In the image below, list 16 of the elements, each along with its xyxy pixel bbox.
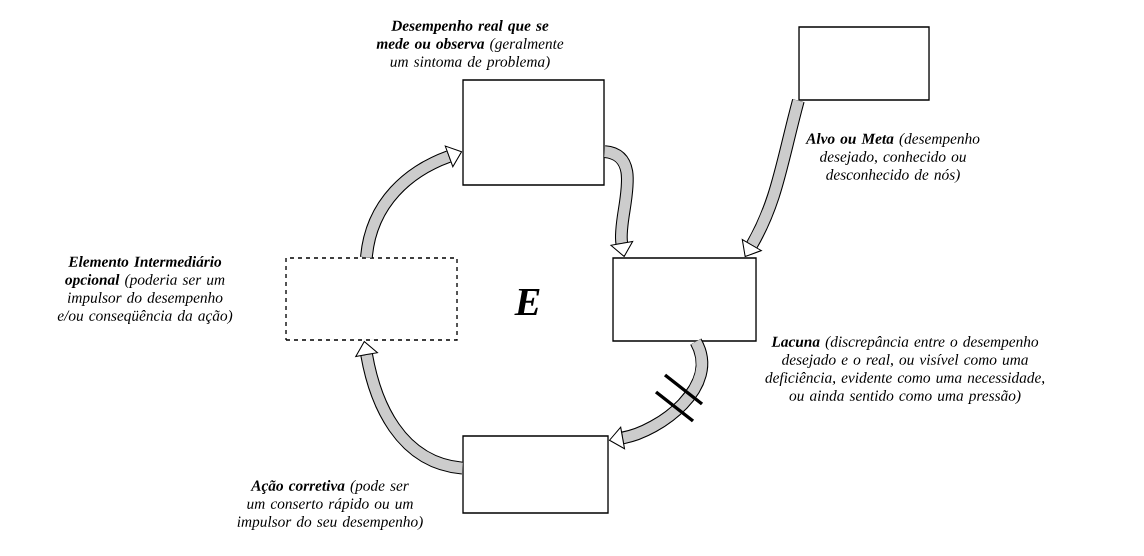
- caption-text: Alvo ou Meta (desempenho desejado, conhecido ou desconhecido de nós): [805, 133, 980, 183]
- box: [285, 257, 458, 341]
- curved-arrow: [741, 99, 805, 258]
- caption-text: Ação corretiva (pode ser um conserto rápido ou um impulsor do seu desempenho): [237, 480, 423, 530]
- box: [612, 257, 757, 342]
- curved-arrow: [608, 339, 709, 450]
- box: [798, 26, 930, 101]
- caption-text: Lacuna (discrepância entre o desempenho desejado e o real, ou visível como uma deficiência, evidente como uma necessidade, ou ainda sentido como uma pressão): [765, 336, 1045, 404]
- box: [462, 435, 609, 514]
- center-letter: E: [514, 288, 540, 316]
- caption-text: Desempenho real que se mede ou observa (geralmente um sintoma de problema): [376, 20, 564, 70]
- curved-arrow: [354, 340, 464, 475]
- curved-arrow: [603, 145, 634, 258]
- box: [462, 79, 605, 186]
- caption-text: Elemento Intermediário opcional (poderia ser um impulsor do desempenho e/ou conseqüência da ação): [57, 256, 233, 324]
- curved-arrow: [360, 145, 463, 259]
